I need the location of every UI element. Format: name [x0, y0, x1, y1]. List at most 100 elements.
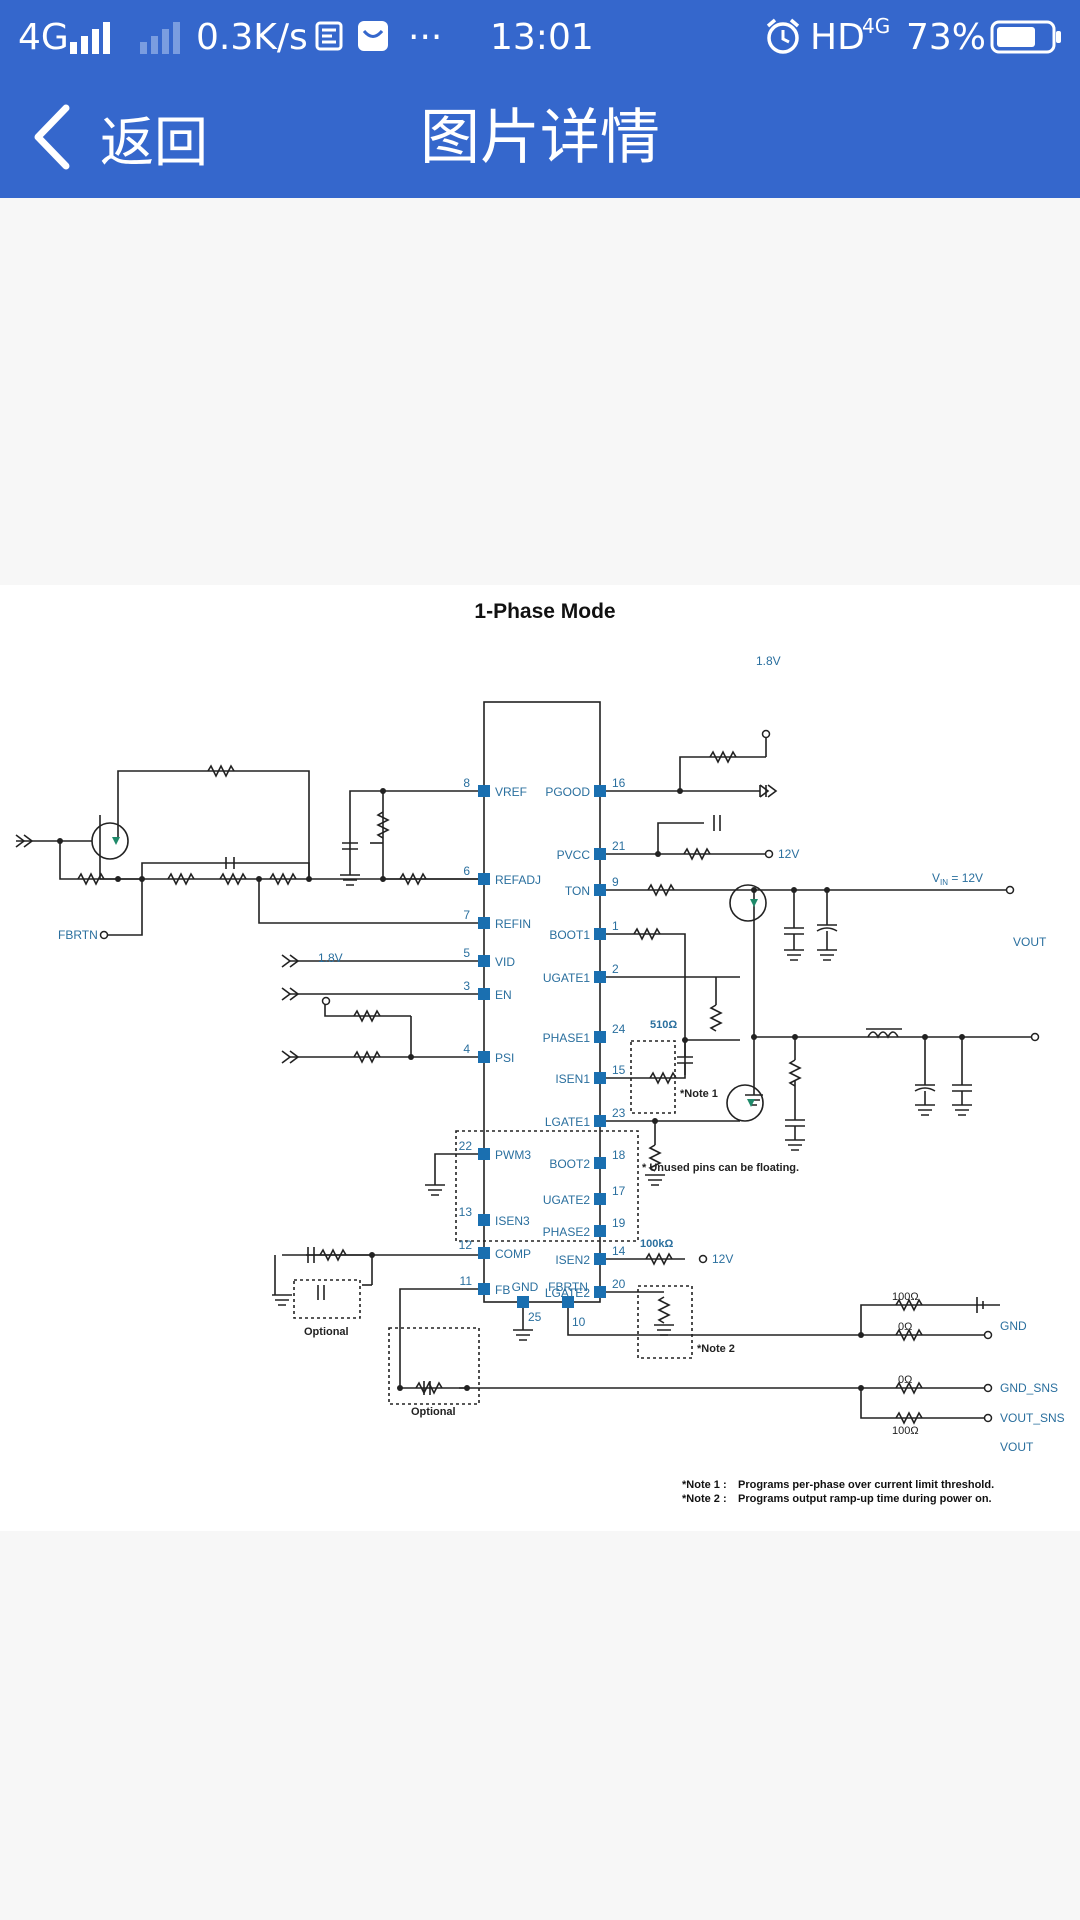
pin-name: PWM3 [495, 1148, 531, 1162]
note2-tag: *Note 2 : [682, 1493, 727, 1505]
diagram-label: 25 [528, 1310, 542, 1324]
diagram-label: TON [565, 884, 590, 898]
image-viewer: 1-Phase Mode 8 VREF 6 REFADJ 7 REFIN 5 V… [0, 198, 1080, 1920]
diagram-label: VIN = 12V [932, 871, 983, 887]
diagram-label: 510Ω [650, 1019, 677, 1031]
diagram-label: PGOOD [545, 785, 590, 799]
diagram-label: GND_SNS [1000, 1381, 1058, 1395]
diagram-label: VOUT [1013, 935, 1047, 949]
chevron-left-icon [34, 104, 70, 170]
diagram-label: Optional [304, 1326, 349, 1338]
diagram-label: LGATE2 [545, 1286, 590, 1300]
pin-name: VREF [495, 785, 527, 799]
diagram-label: 2 [612, 962, 619, 976]
diagram-label: VOUT_SNS [1000, 1411, 1065, 1425]
diagram-label: 19 [612, 1216, 626, 1230]
alarm-icon [766, 18, 800, 54]
diagram-label: FBRTN [548, 1280, 588, 1294]
diagram-label: 24 [612, 1022, 626, 1036]
note1-tag: *Note 1 : [682, 1479, 727, 1491]
mail-icon [358, 21, 388, 51]
back-label: 返回 [100, 110, 208, 174]
diagram-label: 14 [612, 1244, 626, 1258]
pin-num: 13 [459, 1205, 473, 1219]
diagram-label: 1.8V [318, 951, 343, 965]
diagram-label: 20 [612, 1277, 626, 1291]
diagram-label: BOOT1 [549, 928, 590, 942]
diagram-label: 17 [612, 1184, 626, 1198]
network-type: 4G [18, 17, 69, 58]
pin-name: REFADJ [495, 873, 541, 887]
back-button[interactable]: 返回 [30, 94, 240, 180]
diagram-label: * Unused pins can be floating. [642, 1162, 799, 1174]
page-title: 图片详情 [420, 103, 660, 173]
pin-num: 6 [463, 864, 470, 878]
diagram-label: 100Ω [892, 1291, 919, 1303]
pin-name: VID [495, 955, 515, 969]
diagram-label: BOOT2 [549, 1157, 590, 1171]
pin-name: EN [495, 988, 512, 1002]
diagram-label: 23 [612, 1106, 626, 1120]
clock: 13:01 [490, 17, 594, 58]
diagram-label: 9 [612, 875, 619, 889]
signal-icon-secondary [140, 22, 180, 54]
diagram-label: Optional [411, 1406, 456, 1418]
diagram-label: 100Ω [892, 1425, 919, 1437]
diagram-label: ISEN2 [555, 1253, 590, 1267]
battery-icon [990, 20, 1061, 54]
battery-percent: 73% [906, 17, 987, 58]
network-type-small: 4G [862, 14, 891, 38]
status-bar: 4G 0.3K/s ··· 13:01 HD 4G 73% [0, 0, 1080, 76]
diagram-label: 12V [712, 1252, 733, 1266]
note2-text: Programs output ramp-up time during powe… [738, 1493, 992, 1505]
diagram-label: GND [1000, 1319, 1027, 1333]
pin-name: REFIN [495, 917, 531, 931]
diagram-label: 10 [572, 1315, 586, 1329]
diagram-label: 12V [778, 847, 799, 861]
diagram-label: *Note 2 [697, 1343, 735, 1355]
diagram-label: *Note 1 [680, 1088, 718, 1100]
diagram-label: 100kΩ [640, 1238, 673, 1250]
signal-icon [70, 22, 110, 54]
diagram-label: 21 [612, 839, 626, 853]
diagram-title: 1-Phase Mode [474, 600, 615, 623]
pin-name: ISEN3 [495, 1214, 530, 1228]
schematic-image[interactable]: 1-Phase Mode 8 VREF 6 REFADJ 7 REFIN 5 V… [0, 585, 1080, 1531]
diagram-label: LGATE1 [545, 1115, 590, 1129]
circuit-diagram: 1-Phase Mode 8 VREF 6 REFADJ 7 REFIN 5 V… [15, 600, 1065, 1505]
diagram-label: 16 [612, 776, 626, 790]
diagram-label: GND [512, 1280, 539, 1294]
note1-text: Programs per-phase over current limit th… [738, 1479, 994, 1491]
pin-num: 12 [459, 1238, 473, 1252]
diagram-label: PVCC [557, 848, 591, 862]
diagram-label: 15 [612, 1063, 626, 1077]
pin-num: 11 [460, 1274, 473, 1288]
diagram-label: VOUT [1000, 1440, 1034, 1454]
pin-num: 4 [463, 1042, 470, 1056]
pin-num: 22 [459, 1139, 473, 1153]
diagram-label: UGATE1 [543, 971, 590, 985]
pin-num: 5 [463, 946, 470, 960]
diagram-label: ISEN1 [555, 1072, 590, 1086]
diagram-label: 1.8V [756, 654, 781, 668]
app-notification-icon [315, 21, 343, 51]
pin-num: 7 [463, 908, 470, 922]
pin-num: 3 [463, 979, 470, 993]
diagram-label: 18 [612, 1148, 626, 1162]
more-notifications: ··· [408, 17, 443, 58]
app-bar: 返回 图片详情 [0, 76, 1080, 198]
diagram-label: FBRTN [58, 928, 98, 942]
pin-name: COMP [495, 1247, 531, 1261]
pin-num: 8 [463, 776, 470, 790]
diagram-label: 1 [612, 919, 619, 933]
diagram-label: 0Ω [898, 1374, 912, 1386]
diagram-label: UGATE2 [543, 1193, 590, 1207]
app-header: 4G 0.3K/s ··· 13:01 HD 4G 73% [0, 0, 1080, 198]
diagram-label: PHASE2 [543, 1225, 591, 1239]
diagram-label: 0Ω [898, 1321, 912, 1333]
pin-name: FB [495, 1283, 510, 1297]
network-speed: 0.3K/s [196, 17, 308, 58]
hd-indicator: HD [810, 17, 865, 58]
diagram-label: PHASE1 [543, 1031, 591, 1045]
pin-name: PSI [495, 1051, 514, 1065]
